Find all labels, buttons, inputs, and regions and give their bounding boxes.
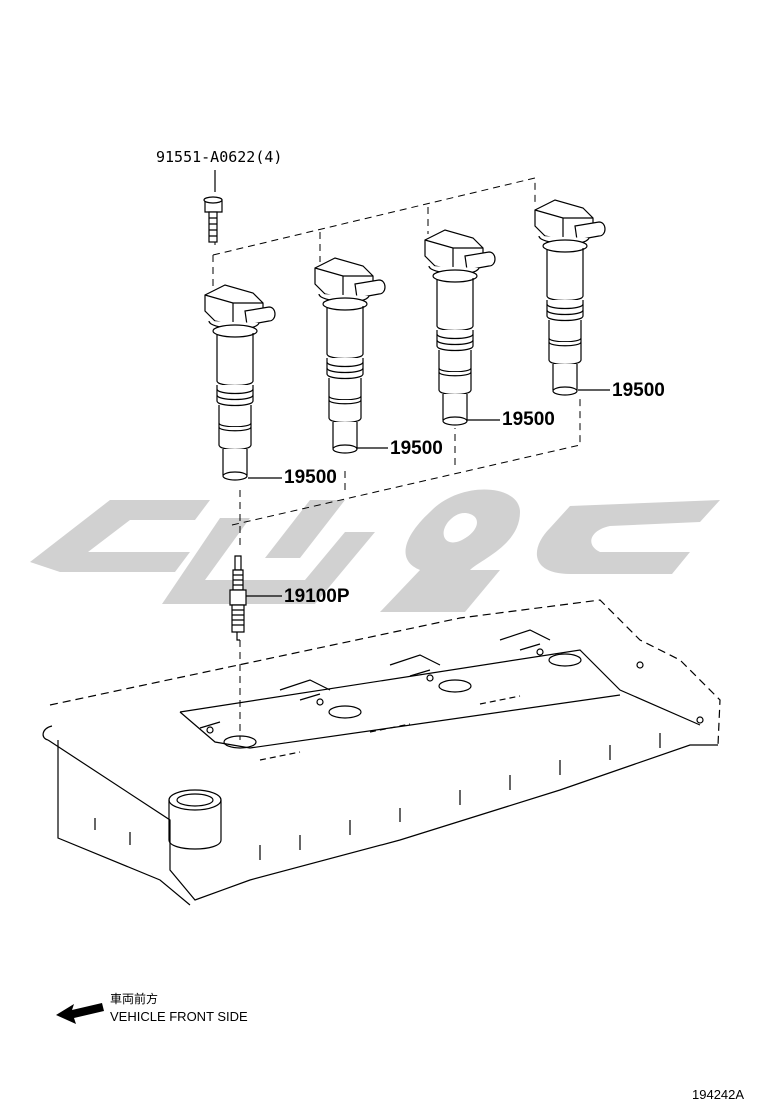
direction-label-en: VEHICLE FRONT SIDE — [110, 1009, 248, 1024]
leader-lines — [214, 170, 610, 597]
spark-plug — [229, 555, 247, 641]
alignment-lines — [212, 177, 581, 740]
bolt — [203, 196, 223, 243]
valve-cover — [42, 599, 721, 906]
ignition-coil-2 — [314, 257, 386, 454]
callout-coil-1: 19500 — [284, 467, 337, 488]
callout-spark-plug: 19100P — [284, 586, 350, 607]
callout-bolt: 91551-A0622(4) — [156, 148, 283, 166]
ignition-coil-1 — [204, 284, 276, 481]
callout-coil-3: 19500 — [502, 409, 555, 430]
direction-label-jp: 車両前方 — [110, 992, 159, 1006]
callout-coil-4: 19500 — [612, 380, 665, 401]
left-arrow-icon — [56, 1003, 104, 1024]
ignition-coils — [204, 199, 606, 481]
figure-number: 194242A — [692, 1087, 745, 1102]
callout-coil-2: 19500 — [390, 438, 443, 459]
logo-watermark — [30, 489, 720, 612]
ignition-coil-4 — [534, 199, 606, 396]
ignition-coil-3 — [424, 229, 496, 426]
